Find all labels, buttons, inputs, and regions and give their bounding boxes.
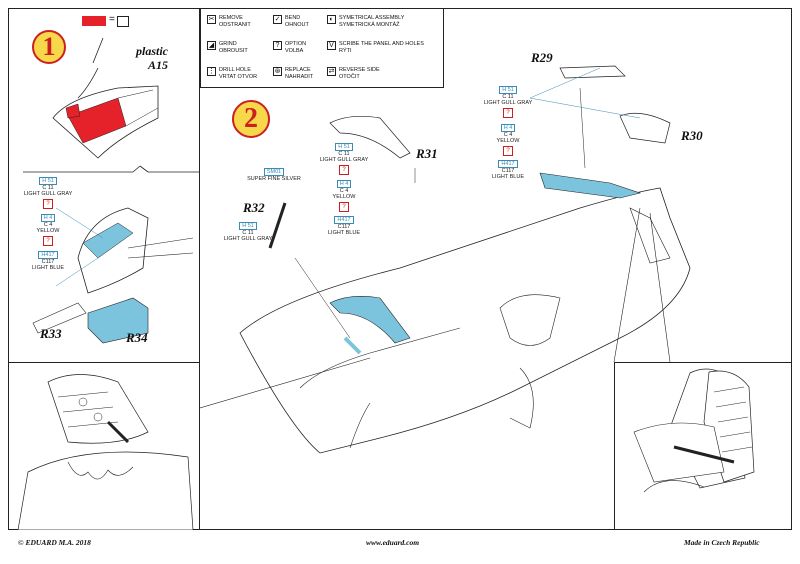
paint-yellow-r31: H 4 C 4 YELLOW ? <box>332 180 356 212</box>
paint-light-gull-gray-r29: H 51 C 11 LIGHT GULL GRAY ? <box>483 86 533 118</box>
grind-icon: ◢ <box>207 41 216 50</box>
paint-super-fine-silver: SM01 SUPER FINE SILVER <box>247 168 301 182</box>
left-detail-drawing <box>17 374 194 530</box>
part-r31: R31 <box>416 146 438 161</box>
right-detail-drawing <box>633 370 755 493</box>
paint-light-gull-gray-1: H 51 C 11 LIGHT GULL GRAY ? <box>23 177 73 209</box>
option-icon: ? <box>503 108 513 118</box>
red-swatch <box>82 16 106 26</box>
paint-yellow-1: H 4 C 4 YELLOW ? <box>36 214 60 246</box>
detail-panel-left <box>8 362 200 530</box>
part-r29: R29 <box>531 50 553 65</box>
plastic-label: plastic <box>136 44 168 58</box>
footer-copyright: © EDUARD M.A. 2018 <box>18 538 91 547</box>
part-r30: R30 <box>681 128 703 143</box>
option-icon: ? <box>43 236 53 246</box>
reverse-icon: ⇄ <box>327 67 336 76</box>
part-r34: R34 <box>126 330 148 345</box>
part-r33: R33 <box>40 326 62 341</box>
paint-light-blue-r29: H417 C117 LIGHT BLUE <box>492 160 524 180</box>
symmetrical-icon: ◐ <box>327 15 336 24</box>
paint-light-gull-gray-r31: H 51 C 11 LIGHT GULL GRAY ? <box>319 143 369 175</box>
option-icon: ? <box>339 202 349 212</box>
part-r32: R32 <box>243 200 265 215</box>
option-icon: ? <box>43 199 53 209</box>
remove-icon-swatch <box>117 16 129 27</box>
swatch-equals: = <box>109 14 115 25</box>
option-icon: ? <box>273 41 282 50</box>
plastic-part-a15: A15 <box>148 58 169 72</box>
replace-icon: ⊛ <box>273 67 282 76</box>
step1-drawing <box>23 37 200 344</box>
option-icon: ? <box>503 146 513 156</box>
footer-website[interactable]: www.eduard.com <box>366 538 420 547</box>
step1-panel <box>8 8 200 530</box>
footer-origin: Made in Czech Republic <box>684 538 760 547</box>
scribe-icon: V <box>327 41 336 50</box>
paint-light-blue-r31: H417 C117 LIGHT BLUE <box>328 216 360 236</box>
bend-icon: ✓ <box>273 15 282 24</box>
paint-light-gull-gray-r32: H 51 C 11 LIGHT GULL GRAY <box>223 222 273 242</box>
drill-icon: ⋮ <box>207 67 216 76</box>
step-2-badge: 2 <box>232 100 270 138</box>
paint-yellow-r29: H 4 C 4 YELLOW ? <box>496 124 520 156</box>
remove-icon: ✂ <box>207 15 216 24</box>
detail-panel-right <box>614 362 792 530</box>
option-icon: ? <box>339 165 349 175</box>
paint-light-blue-1: H417 C117 LIGHT BLUE <box>32 251 64 271</box>
step-1-badge: 1 <box>32 30 66 64</box>
